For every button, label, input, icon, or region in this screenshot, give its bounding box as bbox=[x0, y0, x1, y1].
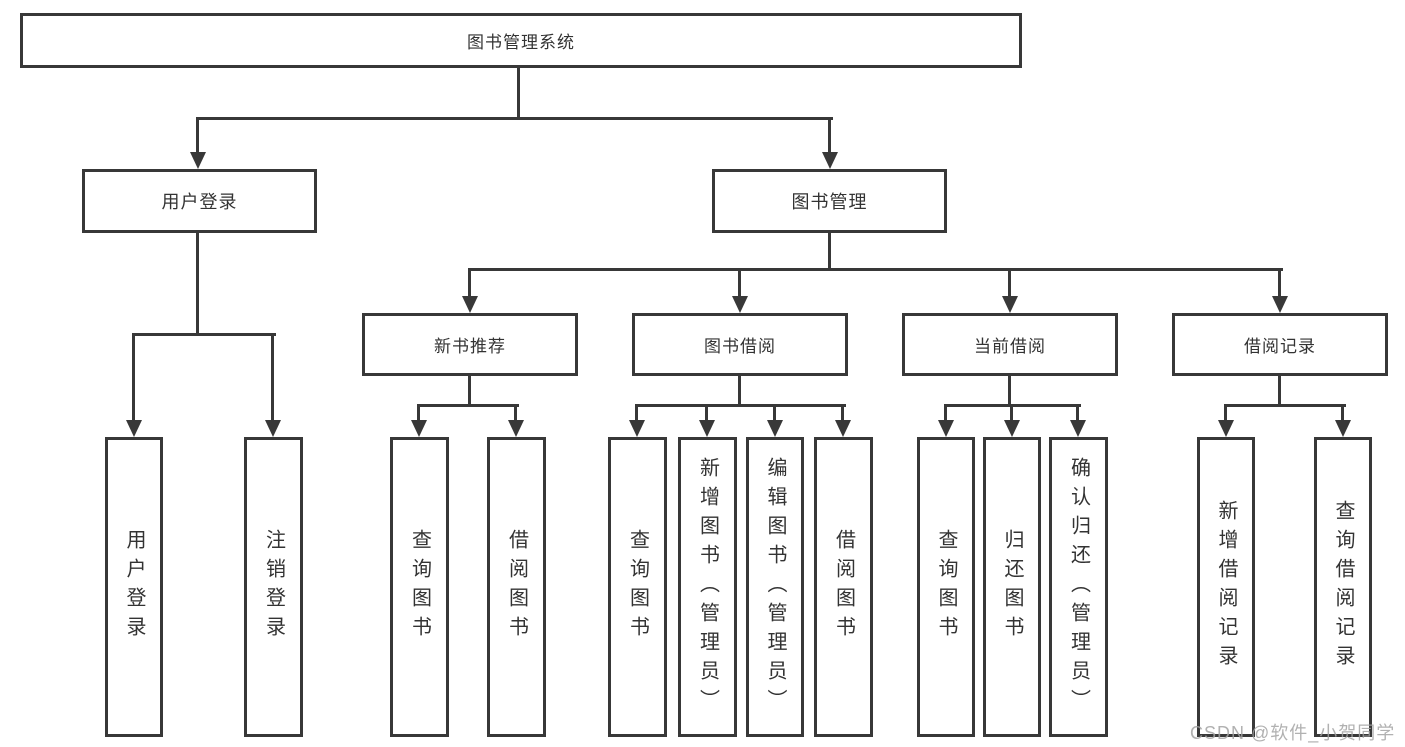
arrow-down-icon bbox=[126, 420, 142, 437]
leaf-cb-return-books-label: 归还图书 bbox=[1001, 529, 1023, 645]
node-current-borrow: 当前借阅 bbox=[902, 313, 1118, 376]
leaf-bb-query-books: 查询图书 bbox=[608, 437, 667, 737]
connector-leaf-shaft bbox=[1224, 404, 1227, 422]
leaf-bb-query-books-label: 查询图书 bbox=[626, 529, 649, 645]
node-new-book-recommend-label: 新书推荐 bbox=[434, 337, 506, 356]
arrow-down-icon bbox=[732, 296, 748, 313]
connector-leaf-user-login-shaft bbox=[132, 333, 135, 422]
csdn-watermark: CSDN @软件_小贺同学 bbox=[1190, 723, 1396, 743]
node-user-login: 用户登录 bbox=[82, 169, 317, 233]
leaf-user-login-label: 用户登录 bbox=[123, 529, 145, 645]
connector-leaf-shaft bbox=[1010, 404, 1013, 422]
arrow-down-icon bbox=[411, 420, 427, 437]
arrow-down-icon bbox=[462, 296, 478, 313]
node-book-management: 图书管理 bbox=[712, 169, 947, 233]
leaf-bb-edit-books-admin-label: 编辑图书（管理员） bbox=[764, 456, 786, 718]
node-new-book-recommend: 新书推荐 bbox=[362, 313, 578, 376]
connector-borrow-records-shaft bbox=[1278, 268, 1281, 298]
connector-book-borrow-rail bbox=[635, 404, 846, 407]
leaf-br-query-record-label: 查询借阅记录 bbox=[1332, 500, 1354, 674]
leaf-logout: 注销登录 bbox=[244, 437, 303, 737]
connector-leaf-shaft bbox=[705, 404, 708, 422]
node-borrow-records: 借阅记录 bbox=[1172, 313, 1388, 376]
arrow-down-icon bbox=[1272, 296, 1288, 313]
leaf-cb-return-books: 归还图书 bbox=[983, 437, 1041, 737]
connector-leaf-shaft bbox=[841, 404, 844, 422]
node-borrow-records-label: 借阅记录 bbox=[1244, 337, 1316, 356]
leaf-nb-borrow-books: 借阅图书 bbox=[487, 437, 546, 737]
connector-new-book-branch-stem bbox=[468, 376, 471, 407]
arrow-down-icon bbox=[1070, 420, 1086, 437]
arrow-down-icon bbox=[699, 420, 715, 437]
connector-user-login-rail bbox=[132, 333, 276, 336]
connector-leaf-shaft bbox=[944, 404, 947, 422]
arrow-down-icon bbox=[1002, 296, 1018, 313]
arrow-down-icon bbox=[508, 420, 524, 437]
connector-book-management-shaft bbox=[828, 117, 831, 154]
arrow-down-icon bbox=[1004, 420, 1020, 437]
leaf-nb-query-books-label: 查询图书 bbox=[408, 529, 431, 645]
connector-leaf-logout-shaft bbox=[271, 333, 274, 422]
leaf-br-add-record-label: 新增借阅记录 bbox=[1215, 500, 1237, 674]
connector-leaf-shaft bbox=[514, 404, 517, 422]
connector-new-book-rail bbox=[417, 404, 519, 407]
leaf-cb-query-books-label: 查询图书 bbox=[935, 529, 957, 645]
leaf-nb-query-books: 查询图书 bbox=[390, 437, 449, 737]
connector-level1-rail bbox=[196, 117, 833, 120]
node-book-borrow: 图书借阅 bbox=[632, 313, 848, 376]
leaf-br-add-record: 新增借阅记录 bbox=[1197, 437, 1255, 737]
connector-borrow-records-branch-stem bbox=[1278, 376, 1281, 407]
leaf-cb-confirm-return-admin: 确认归还（管理员） bbox=[1049, 437, 1108, 737]
connector-level3-rail bbox=[468, 268, 1283, 271]
arrow-down-icon bbox=[822, 152, 838, 169]
arrow-down-icon bbox=[265, 420, 281, 437]
arrow-down-icon bbox=[938, 420, 954, 437]
connector-current-borrow-branch-stem bbox=[1008, 376, 1011, 407]
connector-leaf-shaft bbox=[773, 404, 776, 422]
connector-book-borrow-branch-stem bbox=[738, 376, 741, 407]
leaf-cb-query-books: 查询图书 bbox=[917, 437, 975, 737]
leaf-logout-label: 注销登录 bbox=[262, 529, 285, 645]
arrow-down-icon bbox=[835, 420, 851, 437]
arrow-down-icon bbox=[629, 420, 645, 437]
connector-user-login-branch-stem bbox=[196, 233, 199, 336]
arrow-down-icon bbox=[1335, 420, 1351, 437]
leaf-bb-borrow-books: 借阅图书 bbox=[814, 437, 873, 737]
leaf-user-login: 用户登录 bbox=[105, 437, 163, 737]
arrow-down-icon bbox=[190, 152, 206, 169]
connector-book-management-branch-stem bbox=[828, 233, 831, 271]
connector-current-borrow-shaft bbox=[1008, 268, 1011, 298]
node-user-login-label: 用户登录 bbox=[161, 192, 238, 212]
node-book-borrow-label: 图书借阅 bbox=[704, 337, 776, 356]
connector-root-stem bbox=[517, 68, 520, 120]
leaf-br-query-record: 查询借阅记录 bbox=[1314, 437, 1372, 737]
leaf-bb-borrow-books-label: 借阅图书 bbox=[832, 529, 855, 645]
leaf-bb-add-books-admin-label: 新增图书（管理员） bbox=[696, 456, 719, 718]
arrow-down-icon bbox=[1218, 420, 1234, 437]
node-book-management-label: 图书管理 bbox=[791, 192, 868, 212]
leaf-cb-confirm-return-admin-label: 确认归还（管理员） bbox=[1067, 456, 1090, 718]
leaf-bb-add-books-admin: 新增图书（管理员） bbox=[678, 437, 737, 737]
connector-leaf-shaft bbox=[1341, 404, 1344, 422]
connector-book-borrow-shaft bbox=[738, 268, 741, 298]
leaf-bb-edit-books-admin: 编辑图书（管理员） bbox=[746, 437, 804, 737]
connector-leaf-shaft bbox=[1076, 404, 1079, 422]
arrow-down-icon bbox=[767, 420, 783, 437]
leaf-nb-borrow-books-label: 借阅图书 bbox=[505, 529, 528, 645]
connector-borrow-records-rail bbox=[1224, 404, 1346, 407]
node-root-label: 图书管理系统 bbox=[467, 33, 575, 52]
node-current-borrow-label: 当前借阅 bbox=[974, 337, 1046, 356]
connector-leaf-shaft bbox=[635, 404, 638, 422]
connector-new-book-shaft bbox=[468, 268, 471, 298]
connector-leaf-shaft bbox=[417, 404, 420, 422]
connector-user-login-shaft bbox=[196, 117, 199, 154]
node-root: 图书管理系统 bbox=[20, 13, 1022, 68]
